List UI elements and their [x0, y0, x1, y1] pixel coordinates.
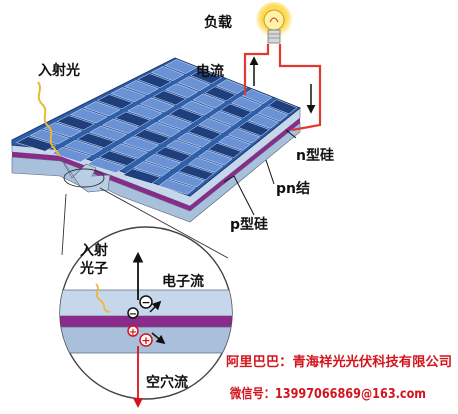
solar-cell [51, 147, 92, 163]
solar-cell [188, 157, 224, 173]
solar-cell [64, 139, 104, 156]
solar-cell [231, 96, 263, 112]
electron-sign: − [141, 296, 150, 309]
solar-cell [15, 136, 57, 152]
solar-cell [69, 108, 108, 124]
hole-sign: + [129, 327, 137, 338]
layer-pointers [223, 129, 297, 216]
solar-cell [204, 86, 237, 102]
solar-cell [237, 121, 270, 137]
current-label: 电流 [196, 63, 224, 80]
solar-cell [144, 154, 182, 170]
solar-cell [155, 146, 192, 163]
solar-panel [11, 57, 301, 223]
magnified-junction [60, 316, 232, 327]
solar-cell [220, 103, 253, 119]
solar-cell [241, 89, 273, 105]
solar-cell [169, 107, 204, 123]
solar-cell [76, 132, 116, 149]
watermark-line1: 阿里巴巴：青海祥光光伏科技有限公司 [226, 354, 452, 370]
p-silicon-label: p型硅 [230, 216, 268, 233]
solar-cell [158, 179, 196, 195]
solar-cell [145, 122, 182, 138]
solar-cell [176, 132, 212, 148]
electron-icon-2: − [127, 307, 139, 320]
incident-light-ray [37, 81, 61, 157]
hole-sign-2: + [141, 334, 150, 347]
solar-cell [180, 100, 215, 116]
solar-cell [207, 142, 242, 159]
solar-cell [267, 99, 298, 115]
solar-cell [247, 113, 279, 129]
solar-cell [198, 118, 232, 134]
solar-cell [83, 101, 121, 117]
solar-cell [150, 66, 185, 81]
solar-cell [164, 83, 199, 99]
solar-cell [56, 115, 95, 131]
solar-cell [177, 76, 211, 92]
hole-flow-label: 空穴流 [146, 374, 188, 391]
n-silicon-label: n型硅 [296, 147, 334, 164]
solar-cell [123, 80, 159, 96]
solar-cell [152, 90, 187, 106]
solar-cell [216, 79, 248, 94]
zoom-line-left [61, 193, 67, 256]
solar-cell [257, 106, 289, 122]
wire-to-bulb [243, 44, 270, 95]
solar-cell [89, 125, 128, 141]
solar-cell [122, 168, 161, 184]
hole-icon: + [127, 325, 139, 338]
solar-cell [137, 73, 172, 88]
solar-cell [29, 129, 70, 145]
hole-icon-2: + [139, 333, 153, 347]
solar-cell [110, 143, 149, 159]
electron-flow-label: 电子流 [162, 273, 204, 290]
solar-cell [110, 87, 147, 103]
incident-photon-label-line1: 入射 [80, 242, 108, 259]
solar-cell [190, 69, 223, 84]
solar-cell [122, 136, 160, 152]
solar-cell [227, 128, 261, 144]
solar-cell [98, 150, 138, 166]
solar-cell [209, 110, 242, 126]
solar-cell [165, 139, 202, 155]
electron-sign-2: − [129, 309, 137, 320]
incident-photon-label-line2: 光子 [79, 260, 108, 277]
watermark-line2: 微信号：13997066869@163.com [229, 386, 426, 402]
solar-cell [217, 135, 252, 151]
electron-path-arrow [149, 300, 162, 313]
solar-cell [168, 171, 205, 188]
solar-cell [187, 125, 222, 141]
solar-cell [139, 97, 175, 113]
photon-ray [95, 283, 111, 313]
solar-cell [133, 161, 171, 177]
solar-cell [96, 94, 134, 110]
light-bulb-icon [256, 2, 292, 44]
solar-cell [157, 114, 193, 130]
pn-junction-label: pn结 [276, 180, 310, 197]
zoom-source-marker [63, 168, 105, 188]
wire-from-bulb [278, 44, 322, 132]
circuit [243, 2, 322, 132]
magnified-view: − − + + [59, 226, 233, 408]
solar-cell [192, 93, 226, 109]
solar-cell [86, 157, 127, 174]
solar-cell [114, 111, 151, 127]
solar-cell [127, 104, 163, 120]
load-label: 负载 [204, 14, 232, 31]
solar-cell [164, 59, 198, 74]
cell-grid [15, 59, 298, 195]
incident-light-label: 入射光 [38, 62, 80, 79]
solar-cell [178, 164, 215, 181]
solar-cell [42, 122, 83, 138]
solar-cell [133, 129, 171, 145]
hole-path-arrow [151, 332, 166, 345]
hole-flow-arrowhead [133, 398, 143, 408]
electron-icon: − [139, 295, 153, 309]
solar-cell [101, 118, 139, 134]
solar-cell [197, 150, 233, 166]
zoom-line-right [99, 187, 229, 259]
